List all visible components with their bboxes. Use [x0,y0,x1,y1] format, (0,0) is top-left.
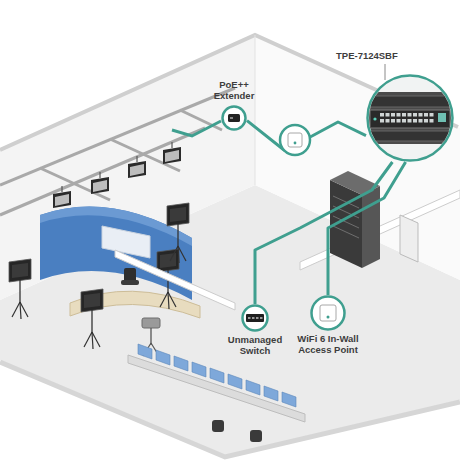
callout-circle [312,297,345,330]
device-symbol [366,92,454,144]
right-wall [255,35,460,280]
leader-line [385,64,386,80]
network-cable [255,162,392,304]
studio-screen [102,226,150,258]
callout-circle [280,125,310,155]
lighting-grid [0,88,235,215]
callout-circle [368,76,453,161]
server-rack [330,171,380,268]
callout-label: WiFi 6 In-Wall Access Point [285,334,371,356]
chairs [212,420,262,442]
callout-node: TPE-7124SBF [366,74,454,162]
device-symbol [228,114,240,122]
device-symbol [246,314,264,322]
hanging-lights [53,142,181,208]
callout-node: WiFi 6 In-Wall Access Point [310,295,346,331]
node-outline [221,105,247,131]
node-outline [310,295,346,331]
extender-wire [172,121,221,136]
wall-corner [255,35,256,185]
control-desk [128,355,305,422]
node-outline [241,304,269,332]
door [400,215,418,262]
callout-label: PoE++ Extender [210,80,258,102]
callout-node: PoE++ Extender [221,105,247,131]
control-room-wall [115,250,235,310]
floor [0,185,460,455]
callout-label: Unmanaged Switch [224,335,286,357]
access-point-symbol [288,133,302,147]
floor-edge [0,362,460,457]
callout-node: Unmanaged Switch [241,304,269,332]
anchor-chair [121,268,139,285]
callout-label: TPE-7124SBF [336,51,398,62]
callout-circle [243,306,268,331]
callout-circle [223,107,246,130]
node-outline [366,74,454,162]
wall-top [0,35,458,150]
network-cable [328,162,406,295]
status-led [294,142,297,145]
device-symbol [320,305,336,321]
monitors [138,344,296,407]
